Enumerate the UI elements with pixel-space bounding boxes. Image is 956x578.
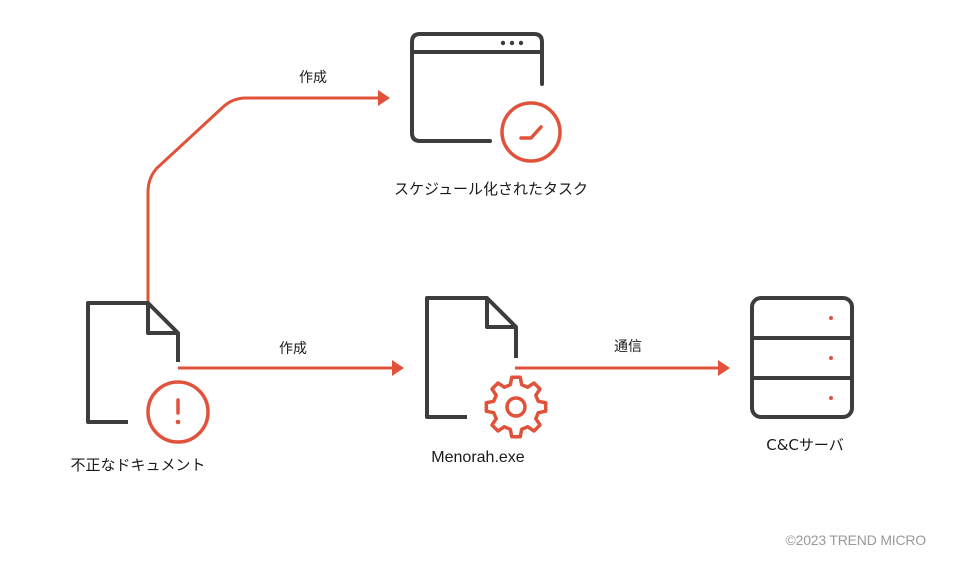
- node-label-scheduled-task: スケジュール化されたタスク: [394, 180, 588, 198]
- document-warning-icon: [86, 301, 210, 444]
- copyright-text: ©2023 TREND MICRO: [785, 532, 927, 548]
- server-icon: [750, 296, 854, 419]
- edge-doc-to-task: [146, 90, 390, 302]
- arrowhead-icon: [378, 90, 390, 106]
- document-gear-icon: [425, 296, 548, 439]
- node-label-cc-server: C&Cサーバ: [766, 436, 844, 454]
- edge-label-communicate: 通信: [614, 339, 642, 355]
- edge-doc-to-menorah: [178, 360, 404, 376]
- edge-label-create-task: 作成: [299, 70, 327, 86]
- window-clock-icon: [410, 32, 562, 163]
- edge-label-create-menorah: 作成: [279, 341, 307, 357]
- node-label-malicious-document: 不正なドキュメント: [70, 456, 206, 474]
- edge-menorah-to-cc: [515, 360, 730, 376]
- arrowhead-icon: [718, 360, 730, 376]
- node-label-menorah-exe: Menorah.exe: [431, 449, 525, 466]
- arrowhead-icon: [392, 360, 404, 376]
